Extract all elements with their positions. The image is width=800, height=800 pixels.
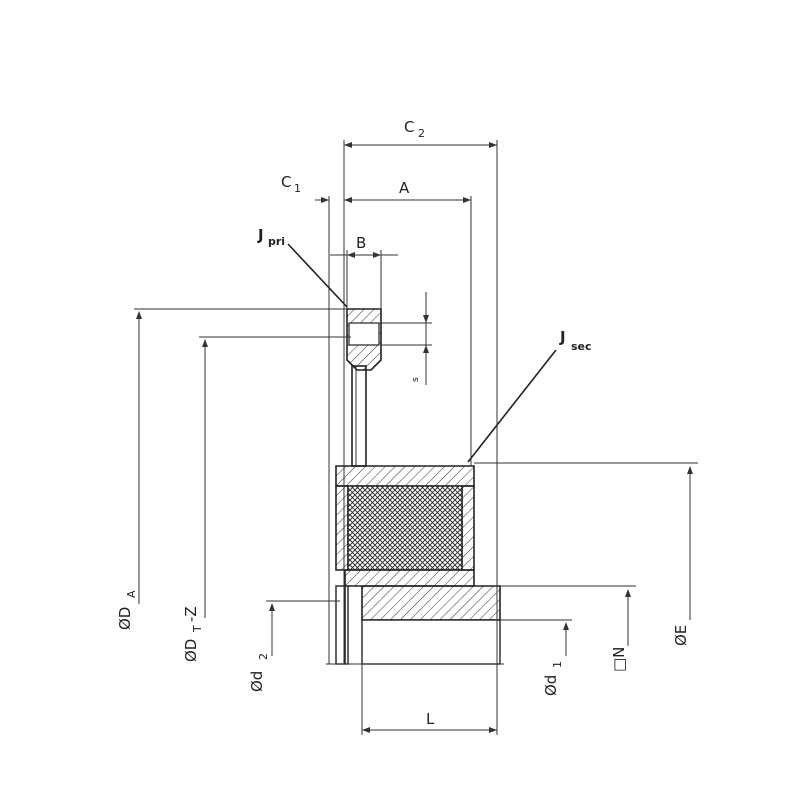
j-sec-subscript: sec — [571, 340, 592, 353]
label-j-sec: J sec — [467, 328, 592, 463]
c1-label: C — [281, 173, 291, 191]
l-label: L — [426, 710, 435, 728]
dimension-dt: ØD T -Z — [182, 336, 351, 662]
flange-plate — [335, 585, 349, 665]
dimension-b: B — [330, 234, 398, 309]
dimension-s: s — [381, 292, 432, 385]
elastic-element — [347, 485, 463, 571]
dimension-n: □N — [500, 585, 636, 672]
label-j-pri: J pri — [257, 226, 348, 308]
reference-lines — [326, 140, 504, 735]
j-pri-subscript: pri — [268, 235, 285, 248]
n-label: □N — [610, 647, 628, 672]
a-label: A — [399, 179, 410, 197]
dt-subscript: T — [191, 625, 204, 633]
dimension-e: ØE — [474, 462, 698, 646]
j-sec-label: J — [559, 328, 566, 346]
dimension-d2: Ød 2 — [248, 600, 340, 692]
dimension-a: A — [344, 179, 471, 203]
da-subscript: A — [125, 590, 138, 598]
c2-label: C — [404, 118, 414, 136]
d2-subscript: 2 — [257, 653, 270, 660]
primary-flange-disc — [346, 308, 382, 467]
dimension-c2: C 2 — [344, 118, 497, 148]
dimension-c1: C 1 — [281, 173, 352, 203]
c2-subscript: 2 — [418, 127, 425, 140]
e-label: ØE — [672, 625, 690, 646]
d1-subscript: 1 — [551, 661, 564, 668]
dimension-d1: Ød 1 — [500, 619, 572, 696]
dt-suffix: -Z — [182, 606, 200, 622]
s-label: s — [411, 377, 421, 382]
c1-subscript: 1 — [294, 182, 301, 195]
dimension-da: ØD A — [116, 308, 347, 630]
d1-label: Ød — [542, 675, 560, 696]
d2-label: Ød — [248, 671, 266, 692]
b-label: B — [356, 234, 366, 252]
da-label: ØD — [116, 607, 134, 630]
j-pri-label: J — [257, 226, 264, 244]
dimension-l: L — [362, 710, 497, 733]
dt-label: ØD — [182, 639, 200, 662]
inner-hub — [344, 569, 501, 665]
